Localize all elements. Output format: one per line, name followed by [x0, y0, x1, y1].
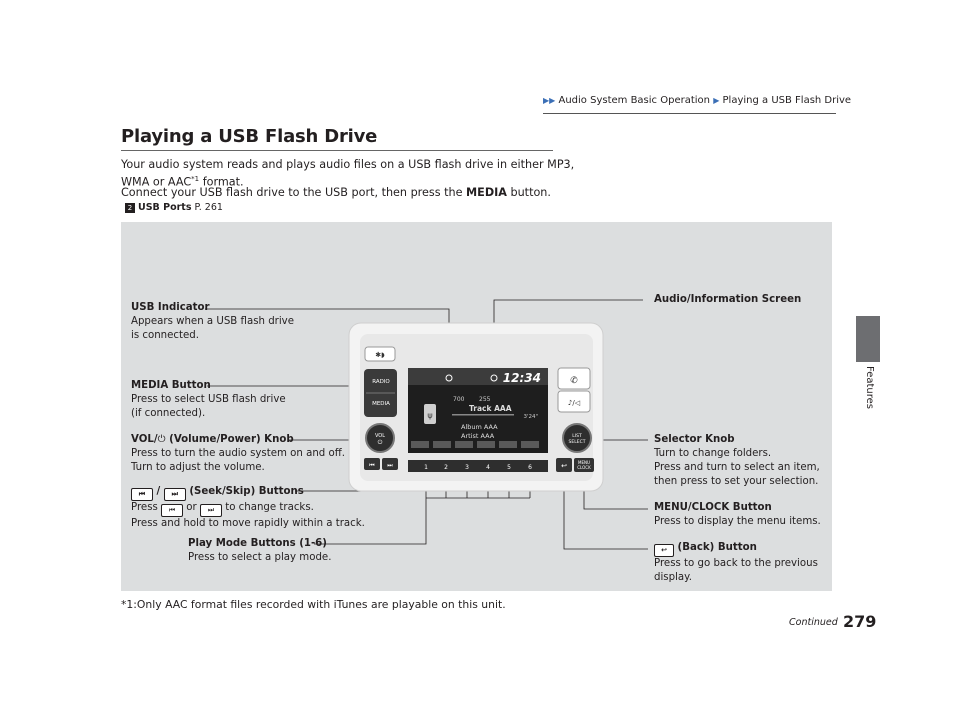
- svg-text:2: 2: [444, 464, 448, 471]
- page-number: 279: [843, 612, 877, 631]
- callout-back-button: ↩ (Back) Button Press to go back to the …: [654, 542, 818, 583]
- svg-text:LIST: LIST: [572, 433, 582, 439]
- reference-arrow-icon: 2: [125, 203, 135, 213]
- skip-forward-icon: ⏭: [163, 488, 186, 501]
- svg-text:♪/◁: ♪/◁: [568, 399, 581, 407]
- svg-text:⏻: ⏻: [378, 439, 383, 446]
- continued-label: Continued: [789, 617, 838, 628]
- intro-line-1: Your audio system reads and plays audio …: [121, 158, 575, 171]
- intro-line-2: WMA or AAC*1 format.: [121, 175, 244, 189]
- power-icon: ⏻: [157, 434, 166, 445]
- svg-text:700: 700: [453, 396, 465, 403]
- intro-line-3: Connect your USB flash drive to the USB …: [121, 186, 551, 199]
- title-rule: [121, 150, 553, 151]
- svg-text:5: 5: [507, 464, 511, 471]
- svg-text:3'24": 3'24": [523, 414, 538, 420]
- callout-media-button: MEDIA Button Press to select USB flash d…: [131, 380, 286, 419]
- callout-volume-knob: VOL/⏻ (Volume/Power) Knob Press to turn …: [131, 434, 345, 473]
- svg-text:✱◗: ✱◗: [375, 351, 385, 359]
- svg-text:Album AAA: Album AAA: [461, 423, 498, 431]
- skip-back-icon: ⏮: [131, 488, 153, 501]
- svg-text:MENU: MENU: [578, 460, 590, 465]
- breadcrumb-page: Playing a USB Flash Drive: [722, 95, 852, 106]
- svg-text:MEDIA: MEDIA: [372, 401, 390, 407]
- header-rule: [543, 113, 836, 114]
- svg-text:12:34: 12:34: [503, 371, 541, 385]
- svg-text:SELECT: SELECT: [569, 439, 586, 445]
- callout-seek-buttons: ⏮ / ⏭ (Seek/Skip) Buttons Press ⏮ or ⏭ t…: [131, 486, 365, 529]
- svg-text:255: 255: [479, 396, 491, 403]
- svg-text:⏭: ⏭: [387, 462, 393, 469]
- back-icon: ↩: [654, 544, 674, 557]
- callout-selector-knob: Selector Knob Turn to change folders. Pr…: [654, 434, 820, 487]
- svg-text:1: 1: [424, 464, 428, 471]
- svg-text:RADIO: RADIO: [372, 379, 390, 385]
- callout-play-mode: Play Mode Buttons (1-6) Press to select …: [188, 538, 332, 563]
- svg-text:6: 6: [528, 464, 532, 471]
- page-title: Playing a USB Flash Drive: [121, 126, 378, 147]
- svg-text:3: 3: [465, 464, 469, 471]
- footnote: *1:Only AAC format files recorded with i…: [121, 598, 506, 611]
- svg-text:Artist AAA: Artist AAA: [461, 432, 495, 440]
- skip-forward-icon: ⏭: [199, 504, 222, 517]
- svg-text:⏮: ⏮: [369, 462, 375, 469]
- svg-text:✆: ✆: [570, 376, 578, 386]
- svg-text:ψ: ψ: [427, 411, 432, 420]
- svg-text:CLOCK: CLOCK: [577, 465, 591, 470]
- breadcrumb: ▶▶ Audio System Basic Operation ▶ Playin…: [543, 95, 851, 106]
- callout-menu-clock: MENU/CLOCK Button Press to display the m…: [654, 502, 821, 527]
- breadcrumb-arrow-icon: ▶: [713, 96, 720, 105]
- callout-usb-indicator: USB Indicator Appears when a USB flash d…: [131, 302, 294, 341]
- svg-text:↩: ↩: [561, 462, 567, 470]
- side-tab-marker: [856, 316, 880, 362]
- breadcrumb-section: Audio System Basic Operation: [558, 95, 711, 106]
- skip-back-icon: ⏮: [161, 504, 184, 517]
- callout-audio-screen: Audio/Information Screen: [654, 294, 802, 305]
- svg-text:VOL: VOL: [375, 433, 385, 439]
- breadcrumb-arrow-icon: ▶▶: [543, 96, 556, 105]
- svg-text:4: 4: [486, 464, 490, 471]
- svg-text:Track AAA: Track AAA: [469, 404, 512, 413]
